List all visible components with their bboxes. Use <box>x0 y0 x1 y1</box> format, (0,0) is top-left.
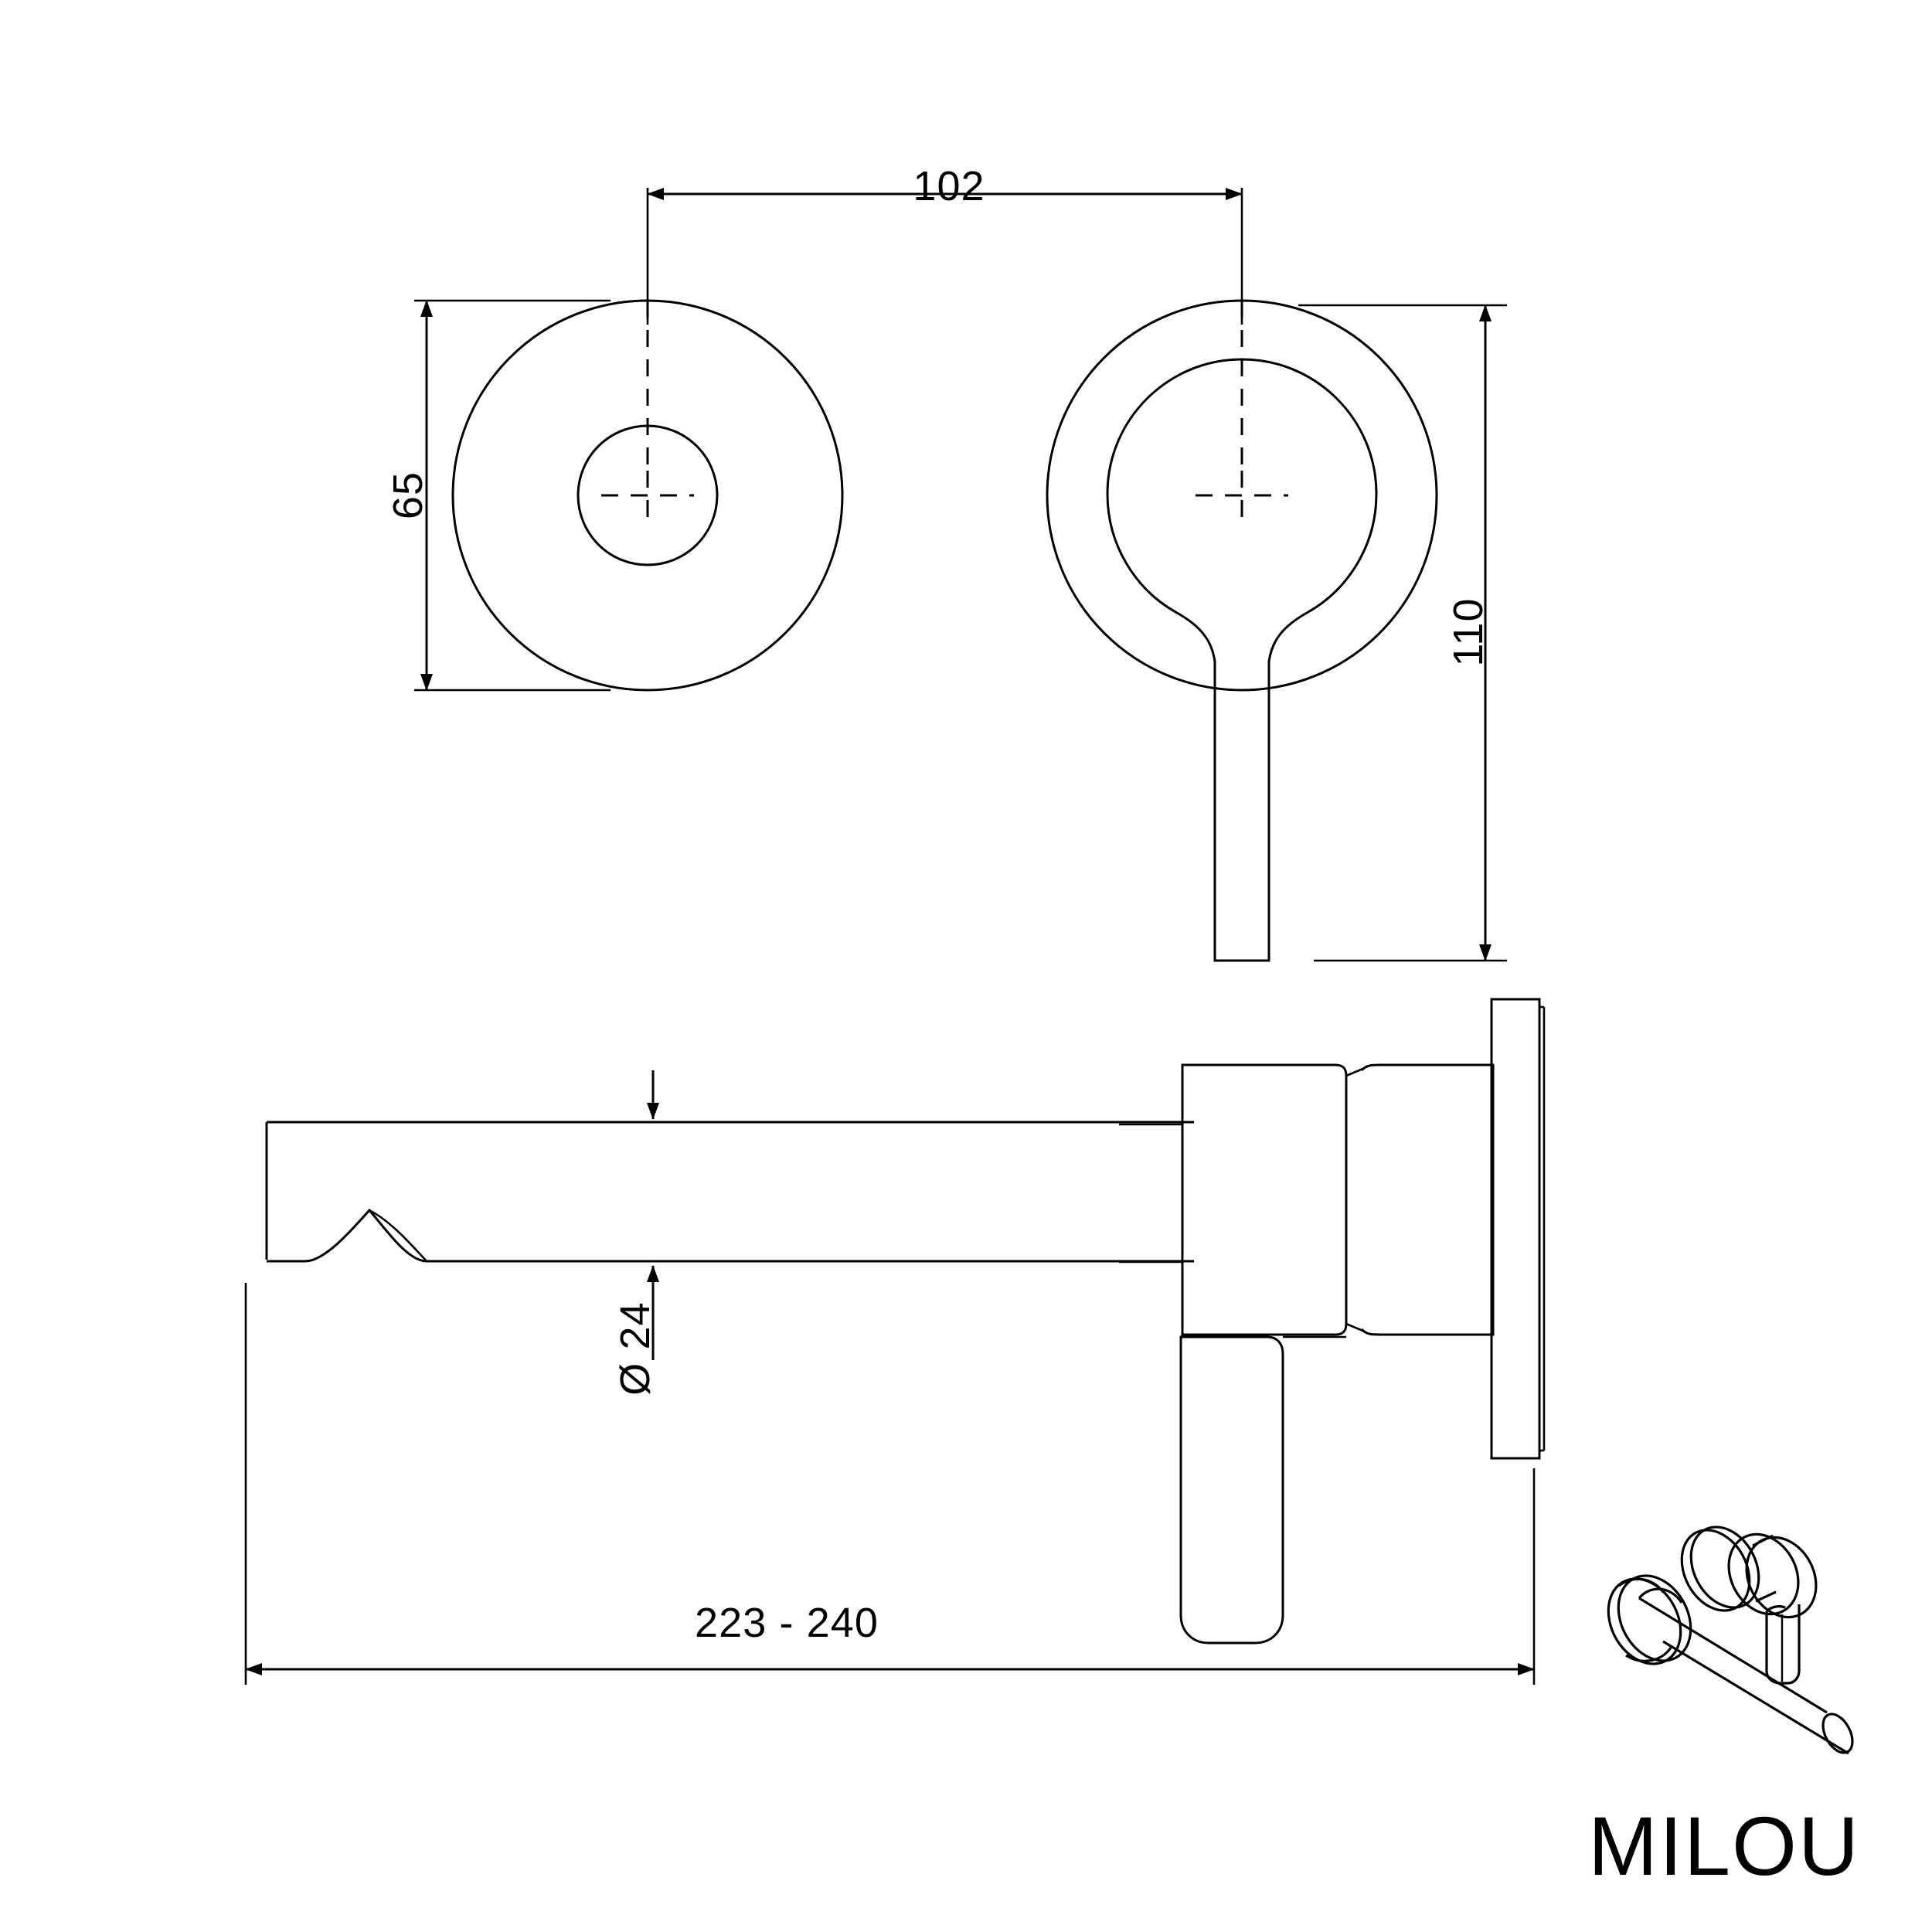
product-isometric-thumbnail <box>1607 1526 1854 1755</box>
dimension-label-spout-projection: 223 - 240 <box>695 1600 879 1646</box>
dimension-label-handle-height: 110 <box>1445 597 1492 667</box>
dimension-escutcheon-diameter <box>414 299 611 692</box>
front-handle-assembly <box>1046 299 1438 962</box>
dimension-label-escutcheon-diameter: 65 <box>385 471 431 520</box>
side-valve-body <box>1119 1063 1348 1336</box>
dimension-label-spout-diameter: Ø 24 <box>612 1301 658 1396</box>
side-sleeve <box>1345 1063 1495 1336</box>
side-spout-tube <box>265 1121 1194 1263</box>
side-wall-flange <box>1490 998 1546 1460</box>
dimension-spout-projection <box>244 1283 1536 1685</box>
dimension-label-center-distance: 102 <box>913 163 985 209</box>
dimension-handle-height <box>1298 304 1507 962</box>
brand-logo: MILOU <box>1588 1799 1861 1893</box>
front-spout-escutcheon <box>451 299 844 692</box>
side-handle-lever <box>1179 1335 1346 1645</box>
